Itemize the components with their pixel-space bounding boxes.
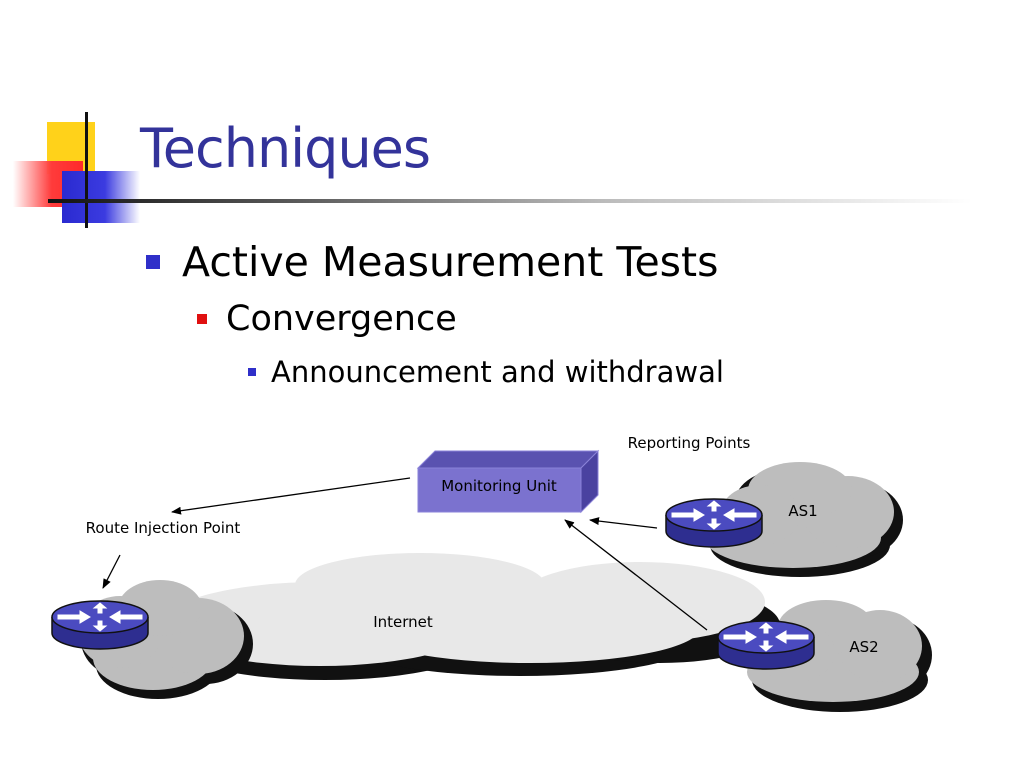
bullet-square-icon	[146, 255, 160, 269]
injection-router-icon	[51, 600, 149, 650]
internet-cloud	[162, 553, 780, 680]
monitoring-unit-box: Monitoring Unit	[416, 449, 600, 514]
monitoring-unit-label: Monitoring Unit	[441, 477, 557, 495]
as1-router-icon	[665, 498, 763, 548]
arrow-as2-to-monitor	[564, 519, 708, 631]
as2-label: AS2	[849, 638, 878, 656]
title-decoration-blue-square	[62, 171, 140, 223]
arrow-label-to-injection-router	[102, 554, 121, 589]
reporting-points-label: Reporting Points	[628, 434, 751, 452]
bullet-square-icon	[248, 368, 256, 376]
bullet-level3: Announcement and withdrawal	[248, 355, 724, 389]
bullet-level2: Convergence	[197, 299, 457, 339]
bullet-level3-text: Announcement and withdrawal	[271, 355, 724, 389]
slide-title: Techniques	[140, 117, 431, 180]
title-underline	[48, 199, 972, 203]
arrow-as1-to-monitor	[589, 517, 658, 529]
title-decoration-vertical-line	[85, 112, 88, 228]
bullet-level1: Active Measurement Tests	[146, 238, 718, 286]
bullet-square-icon	[197, 314, 207, 324]
as2-router-icon	[717, 620, 815, 670]
bullet-level2-text: Convergence	[226, 299, 457, 339]
route-injection-point-label: Route Injection Point	[86, 519, 241, 537]
internet-label: Internet	[373, 613, 433, 631]
arrow-monitor-to-injection	[171, 477, 411, 515]
as1-label: AS1	[788, 502, 817, 520]
bullet-level1-text: Active Measurement Tests	[182, 238, 719, 286]
